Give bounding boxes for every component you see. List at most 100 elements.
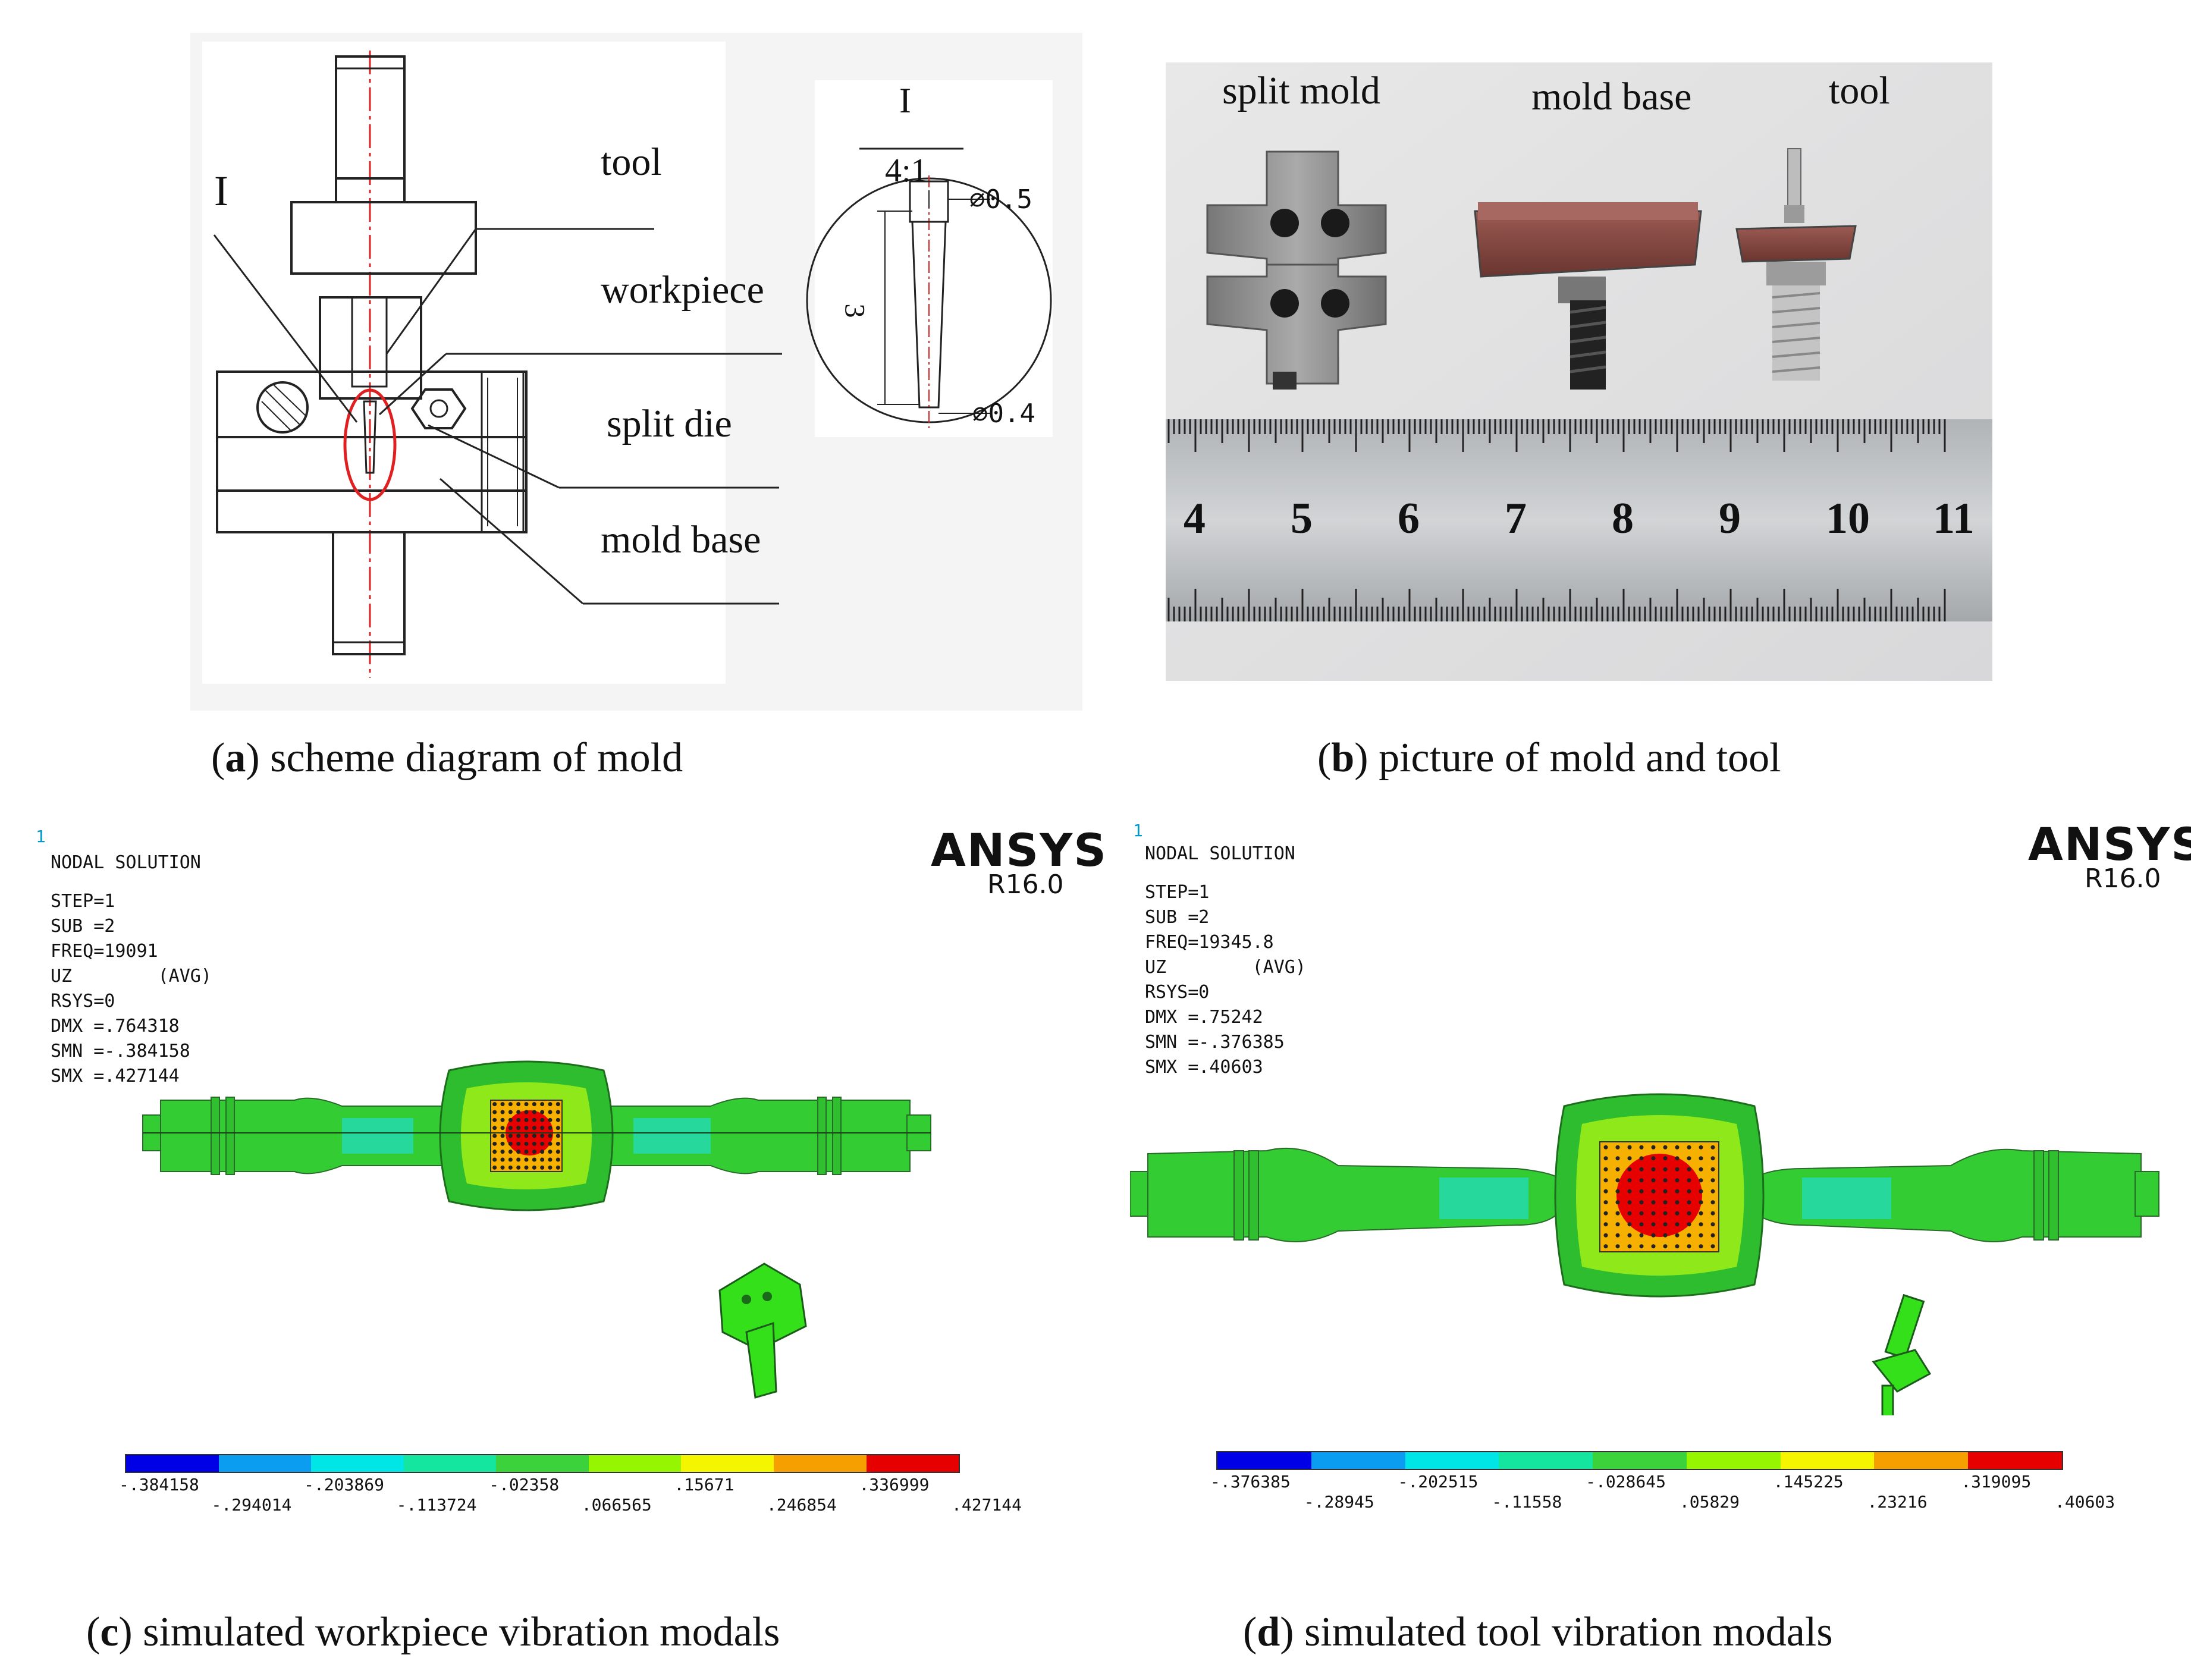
mesh-node	[1699, 1233, 1703, 1238]
mesh-node	[1687, 1189, 1691, 1194]
mesh-node	[1675, 1145, 1680, 1150]
mesh-node	[532, 1133, 536, 1138]
mesh-node	[1699, 1189, 1703, 1194]
mesh-node	[1639, 1189, 1644, 1194]
mesh-node	[508, 1110, 513, 1114]
mesh-node	[1603, 1145, 1608, 1150]
mesh-node	[548, 1141, 553, 1146]
mesh-node	[492, 1141, 497, 1146]
ruler	[1166, 419, 1992, 621]
mesh-node	[548, 1133, 553, 1138]
caption-c-text: simulated workpiece vibration modals	[132, 1609, 780, 1655]
tool-3d-preview	[1872, 1293, 1932, 1415]
mesh-node	[1687, 1156, 1691, 1161]
mesh-node	[1710, 1211, 1715, 1216]
caption-d-text: simulated tool vibration modals	[1294, 1609, 1833, 1655]
mesh-node	[1710, 1167, 1715, 1172]
mesh-node	[540, 1102, 545, 1107]
caption-c: (c) simulated workpiece vibration modals	[86, 1609, 780, 1655]
mesh-node	[508, 1141, 513, 1146]
mesh-node	[524, 1165, 529, 1170]
caption-b-letter: b	[1331, 735, 1355, 781]
mold-photo	[1166, 62, 1992, 681]
mesh-node	[1651, 1211, 1656, 1216]
photo-label-split-mold: split mold	[1222, 69, 1380, 112]
ansys-logo: ANSYS	[931, 824, 1107, 877]
solution-info-line: RSYS=0	[1145, 982, 1210, 1003]
mesh-node	[1603, 1222, 1608, 1227]
solution-info-line: DMX =.764318	[51, 1016, 180, 1037]
mesh-node	[1627, 1167, 1632, 1172]
mesh-node	[524, 1157, 529, 1162]
colorbar-swatch	[1780, 1452, 1875, 1469]
mesh-node	[540, 1110, 545, 1114]
mesh-node	[1627, 1145, 1632, 1150]
colorbar-label: -.113724	[396, 1495, 477, 1515]
colorbar-swatch	[681, 1455, 774, 1472]
label-tool: tool	[601, 140, 662, 184]
mesh-node	[1615, 1167, 1620, 1172]
solution-info-line: SMX =.40603	[1145, 1057, 1263, 1078]
mesh-node	[555, 1117, 560, 1122]
mesh-node	[1710, 1244, 1715, 1249]
mesh-node	[1627, 1211, 1632, 1216]
colorbar-label: .23216	[1867, 1492, 1928, 1512]
mesh-node	[1651, 1222, 1656, 1227]
colorbar-label: .336999	[859, 1475, 930, 1494]
mesh-node	[1615, 1145, 1620, 1150]
mesh-node	[548, 1102, 553, 1107]
mesh-node	[500, 1110, 505, 1114]
mesh-node	[1687, 1222, 1691, 1227]
mesh-node	[540, 1133, 545, 1138]
colorbar-label: .15671	[674, 1475, 734, 1494]
mesh-node	[1627, 1189, 1632, 1194]
mesh-node	[1663, 1145, 1668, 1150]
mesh-node	[508, 1126, 513, 1131]
detail-scale-label: 4:1	[885, 152, 928, 189]
mesh-node	[1663, 1200, 1668, 1205]
mesh-node	[1615, 1156, 1620, 1161]
ansys-logo: ANSYS	[2028, 818, 2191, 871]
mesh-node	[1663, 1233, 1668, 1238]
ruler-number: 4	[1184, 494, 1206, 543]
mesh-node	[555, 1150, 560, 1154]
ruler-number: 8	[1612, 494, 1634, 543]
mesh-node	[1675, 1156, 1680, 1161]
mesh-node	[1603, 1200, 1608, 1205]
colorbar-swatch	[1217, 1452, 1311, 1469]
mesh-node	[1675, 1178, 1680, 1183]
mold-base-object	[1474, 202, 1702, 390]
mesh-node	[1663, 1244, 1668, 1249]
mesh-node	[540, 1117, 545, 1122]
mesh-node	[1627, 1178, 1632, 1183]
mesh-node	[1603, 1178, 1608, 1183]
mesh-node	[532, 1165, 536, 1170]
mesh-node	[1675, 1200, 1680, 1205]
mesh-node	[492, 1133, 497, 1138]
mesh-node	[1603, 1189, 1608, 1194]
mesh-node	[1710, 1233, 1715, 1238]
mesh-node	[1603, 1167, 1608, 1172]
solution-info-line: STEP=1	[51, 891, 115, 912]
mesh-node	[555, 1141, 560, 1146]
mesh-node	[1615, 1178, 1620, 1183]
photo-label-tool: tool	[1829, 69, 1890, 112]
colorbar-swatch	[1874, 1452, 1969, 1469]
mesh-node	[1639, 1200, 1644, 1205]
mesh-node	[516, 1133, 521, 1138]
mesh-node	[540, 1157, 545, 1162]
colorbar-label: -.202515	[1398, 1472, 1479, 1491]
colorbar-swatch	[126, 1455, 219, 1472]
colorbar-label: .40603	[2055, 1492, 2115, 1512]
mesh-node	[1699, 1244, 1703, 1249]
ansys-version: R16.0	[2085, 863, 2161, 894]
mesh-node	[555, 1165, 560, 1170]
mesh-node	[1639, 1145, 1644, 1150]
mesh-node	[492, 1150, 497, 1154]
mesh-node	[516, 1165, 521, 1170]
